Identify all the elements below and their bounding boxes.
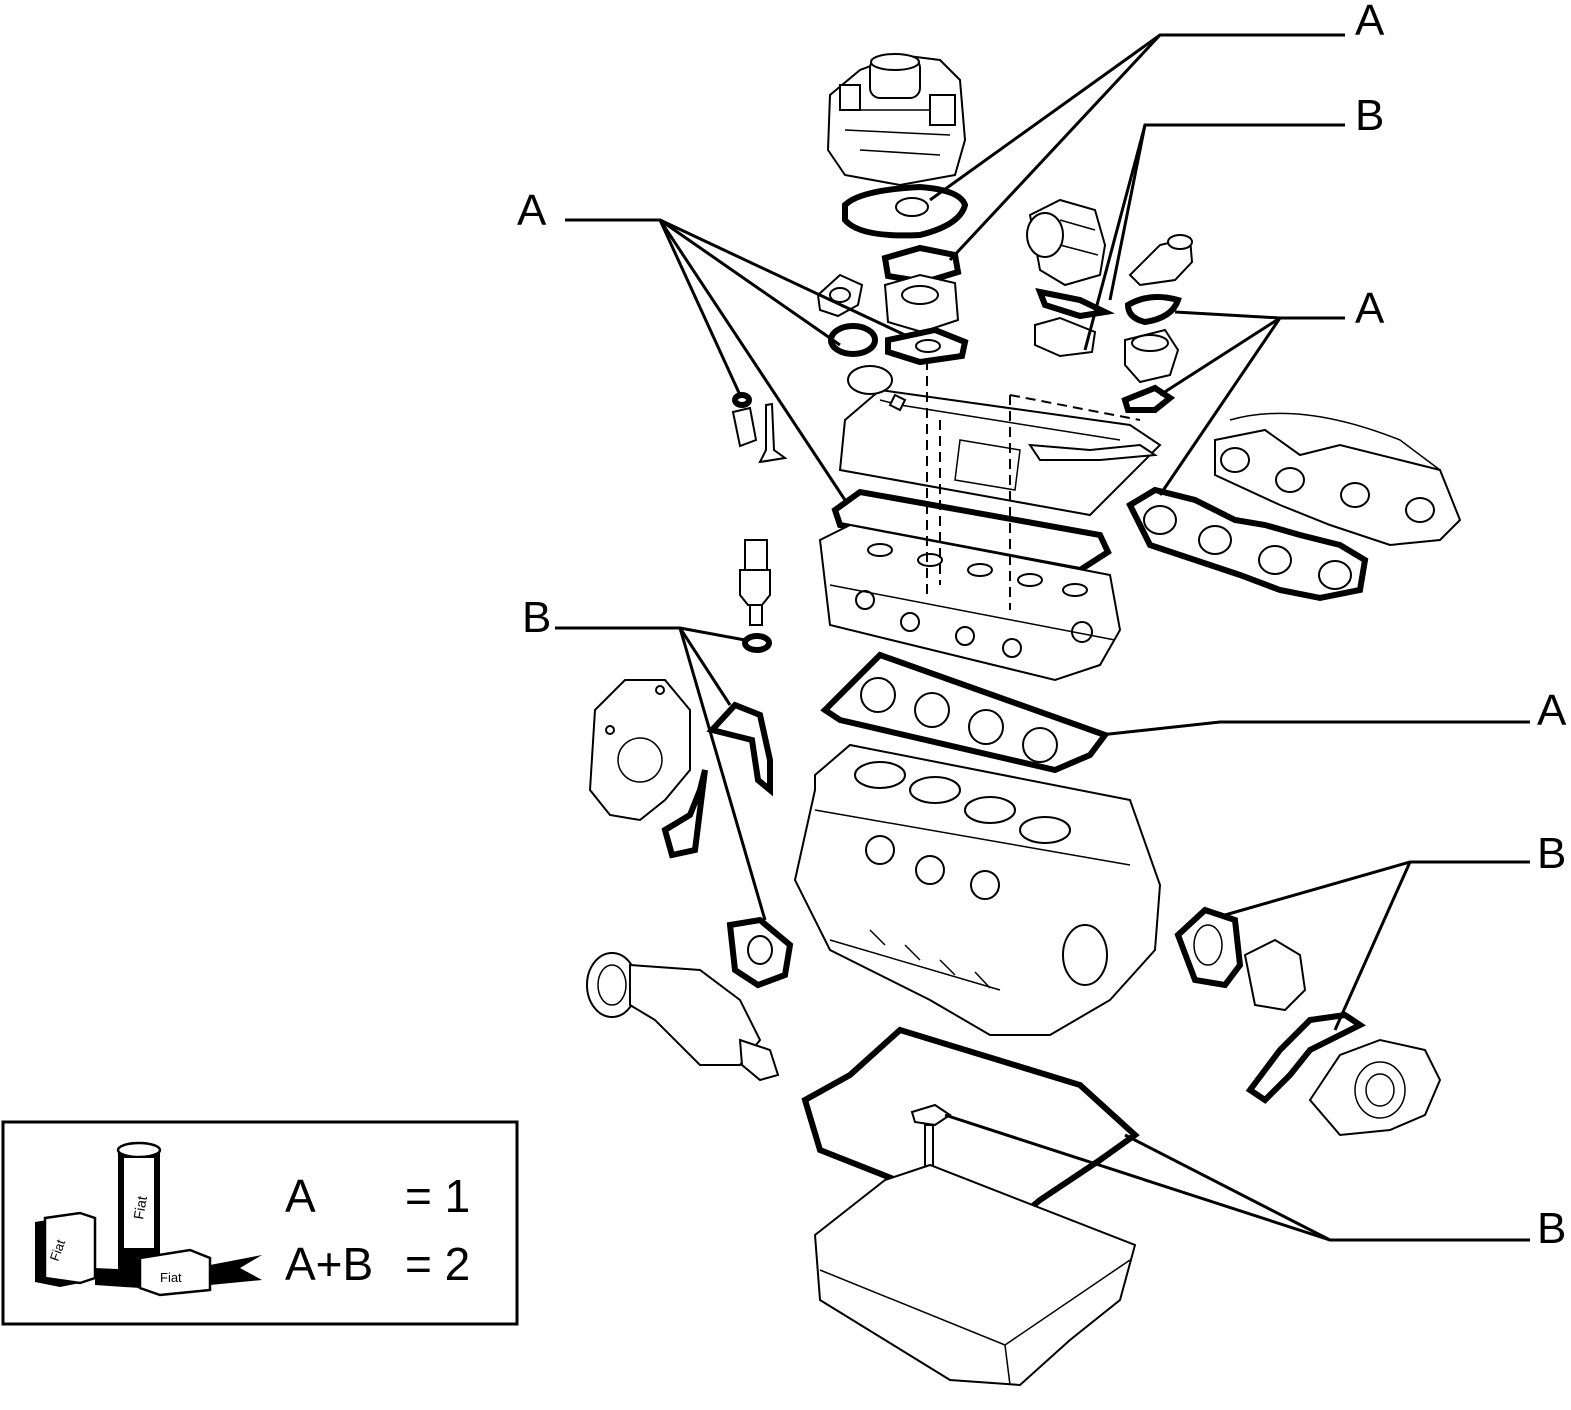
callout-a-head-gasket: A [1537,686,1567,735]
head-gasket [820,651,1110,774]
timing-cover-gasket-lower [661,769,708,859]
housing-gasket [1121,384,1176,413]
logo-text-2: Fiat [130,1195,150,1221]
cylinder-head [818,523,1122,682]
valve-stem-seal [731,392,758,448]
legend-eq-a: = 1 [405,1170,470,1222]
callout-a-left: A [517,186,547,235]
leader-lines [555,33,1530,1242]
temperature-sender [739,539,771,626]
thermostat-cover [816,273,864,318]
valve [758,402,788,464]
legend-eq-ab: = 2 [405,1238,470,1290]
callout-a-right: A [1355,284,1385,333]
valve-cover [838,365,1162,517]
fuel-pump [1026,198,1107,287]
rear-seal-carrier [1308,1038,1442,1137]
engine-block [793,743,1162,1036]
water-pump [586,952,780,1082]
callout-b-bottom: B [1537,1204,1566,1253]
alignment-lines [926,360,1141,610]
timing-cover-gasket-upper [706,701,773,797]
fuel-pump-gasket [1035,287,1115,320]
logo-text-3: Fiat [160,1270,182,1285]
legend-key-a: A [285,1170,316,1222]
carburetor-gasket [842,183,969,239]
exhaust-gasket [1126,486,1369,602]
side-cover-gasket [1174,906,1244,989]
timing-cover [588,679,691,822]
intake-spacer [881,244,962,334]
side-cover-plate [1243,938,1307,1012]
valve-cover-gasket [831,488,1112,574]
legend-key-ab: A+B [285,1238,373,1290]
callout-b-left: B [522,593,551,642]
fiat-product-logo: Fiat Fiat Fiat [35,1141,262,1297]
rear-seal-gasket [1245,1011,1366,1104]
fuel-pump-spacer [1034,316,1097,358]
callout-b-right: B [1537,829,1566,878]
outlet-gasket [1124,293,1182,326]
legend: Fiat Fiat Fiat A = 1 A+B = 2 [1,1120,519,1326]
water-outlet [1128,234,1194,287]
sender-washer [742,633,772,653]
intake-gasket [885,326,969,366]
oil-pan [813,1163,1137,1387]
seal-ring [828,323,878,357]
callout-a-top: A [1355,0,1385,45]
exhaust-manifold [1214,412,1462,547]
callout-b-top: B [1355,91,1384,140]
logo-text-1: Fiat [47,1237,69,1263]
thermostat-housing [1124,328,1180,384]
carburetor [826,53,967,187]
water-pump-gasket [726,916,794,989]
